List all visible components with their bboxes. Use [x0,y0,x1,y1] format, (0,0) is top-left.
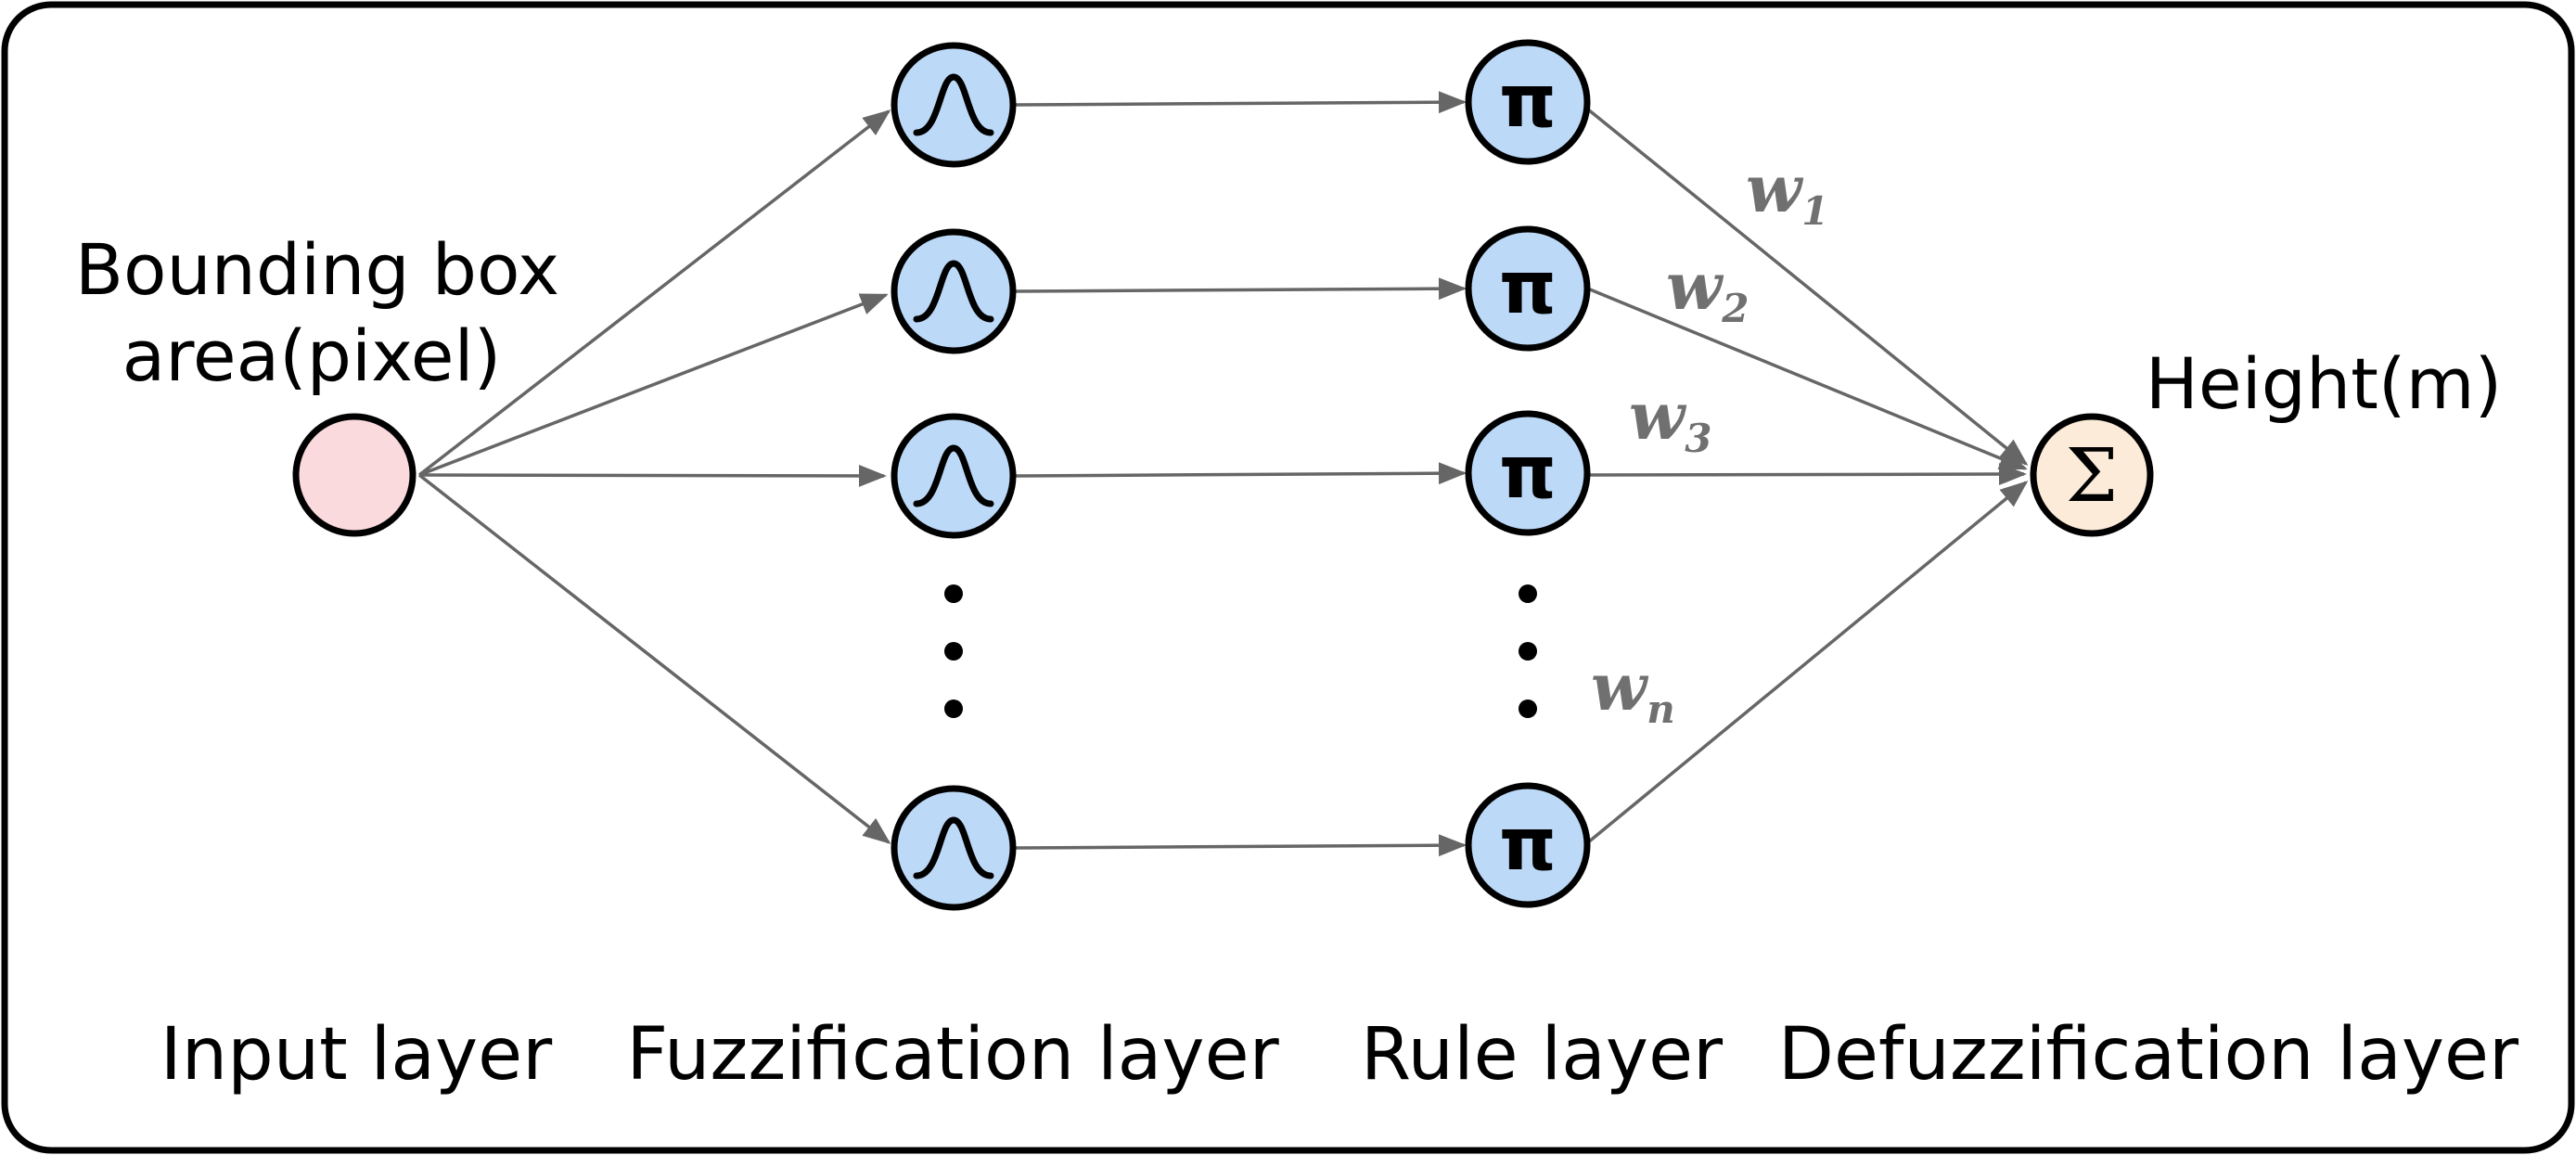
fuzzification-node-3 [891,413,1017,539]
fuzzification-node-1 [891,42,1017,168]
product-icon: π [1499,60,1557,144]
rule-node-n: π [1465,782,1591,908]
fuzzification-ellipsis [944,584,963,718]
edge-rule-defuzz-1 [1586,108,2029,466]
gaussian-membership-icon [913,73,994,136]
edge-rule-defuzz-2 [1589,288,2028,470]
rule-node-3: π [1465,410,1591,536]
edge-input-fuzz-2 [418,293,889,477]
layer-label-rule: Rule layer [1361,1013,1724,1097]
layer-label-defuzzification: Defuzzification layer [1778,1013,2519,1097]
edge-input-fuzz-3 [418,464,887,487]
rule-defuzz-edges [1586,108,2029,844]
fuzzification-nodes [891,42,1017,911]
weight-label-2: w2 [1666,248,1749,331]
edge-input-fuzz-n [417,473,891,844]
rule-node-2: π [1465,225,1591,352]
fuzzification-node-n [891,785,1017,911]
input-node [292,413,417,537]
fuzzification-node-2 [891,228,1017,354]
edge-fuzz-rule-3 [1015,462,1467,485]
weight-label-1: w1 [1746,150,1829,234]
edge-fuzz-rule-1 [1015,91,1467,114]
rule-node-1: π [1465,39,1591,165]
layer-label-input: Input layer [160,1013,553,1097]
product-icon: π [1499,431,1557,515]
defuzzification-node: Σ [2030,413,2154,537]
edge-rule-defuzz-3 [1589,463,2027,486]
product-icon: π [1499,247,1557,330]
weight-label-n: wn [1591,648,1675,732]
gaussian-membership-icon [913,444,994,507]
rule-nodes: π π π π [1465,39,1591,908]
sum-icon: Σ [2066,432,2119,519]
edge-rule-defuzz-n [1586,481,2029,844]
product-icon: π [1499,803,1557,887]
input-label-line1: Bounding box [75,228,559,311]
edge-fuzz-rule-2 [1015,277,1467,301]
output-label: Height(m) [2146,342,2503,425]
rule-ellipsis [1519,584,1537,718]
input-label-line2: area(pixel) [122,314,502,397]
gaussian-membership-icon [913,260,994,323]
layer-label-fuzzification: Fuzzification layer [626,1013,1279,1097]
fuzz-rule-edges [1015,91,1467,857]
input-edges [417,109,891,844]
gaussian-membership-icon [913,816,994,879]
edge-input-fuzz-1 [417,109,891,477]
edge-fuzz-rule-n [1015,834,1467,857]
weight-label-3: w3 [1629,378,1712,461]
